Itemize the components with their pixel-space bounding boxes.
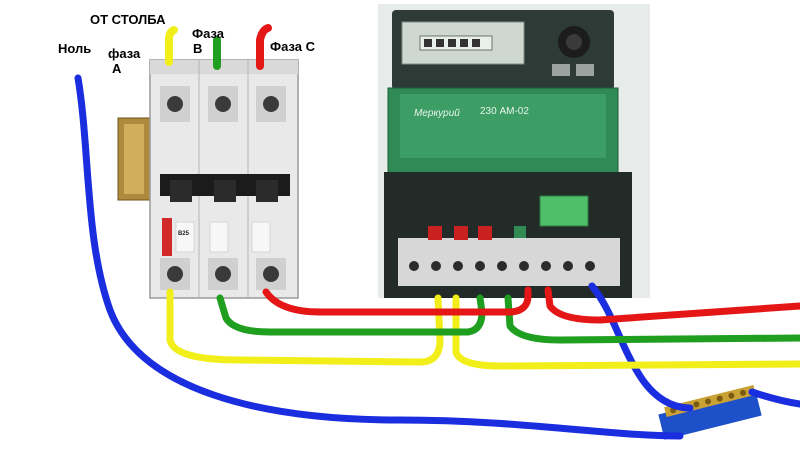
meter-brand: Меркурий xyxy=(414,108,460,119)
phase-c-wire xyxy=(262,286,800,324)
phase-a-label-word: фаза xyxy=(108,46,141,61)
meter-model: 230 АМ-02 xyxy=(480,106,529,117)
phase-b-wire xyxy=(216,294,800,344)
neutral-wire-from-meter xyxy=(588,282,694,412)
phase-b-label-letter: В xyxy=(193,41,203,56)
phase-a-wire xyxy=(166,288,800,370)
neutral-label: Ноль xyxy=(58,41,92,56)
phase-c-label: Фаза С xyxy=(270,39,316,54)
phase-a-input-wire xyxy=(165,26,178,66)
neutral-wire xyxy=(74,74,684,440)
phase-b-label-word: Фаза xyxy=(192,26,225,41)
from-pole-label: ОТ СТОЛБА xyxy=(90,12,166,27)
breaker-rating: B25 xyxy=(178,231,190,237)
phase-c-input-wire xyxy=(256,24,272,70)
electricity-meter xyxy=(378,4,650,298)
neutral-wire-to-load xyxy=(748,388,800,408)
circuit-breaker xyxy=(117,59,299,299)
neutral-bus-bar xyxy=(658,385,762,440)
phase-a-label-letter: А xyxy=(112,61,122,76)
